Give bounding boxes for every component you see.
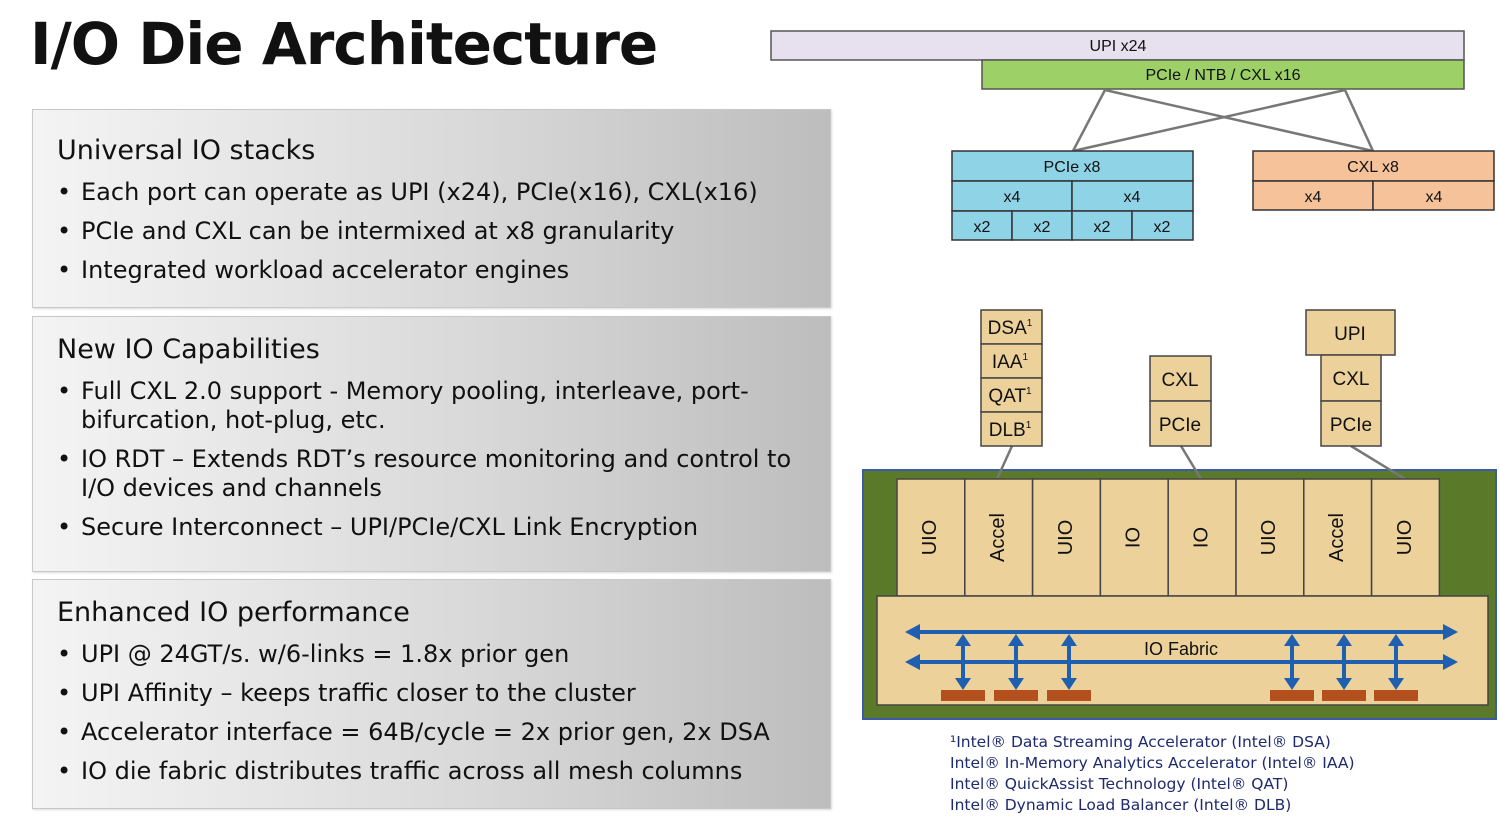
pcie-x2-cell: x2 bbox=[974, 219, 991, 236]
upi-bar-label: UPI x24 bbox=[1090, 38, 1147, 55]
arrowhead-up bbox=[1284, 634, 1300, 646]
pcie-x2-cell: x2 bbox=[1154, 219, 1171, 236]
page-title: I/O Die Architecture bbox=[30, 10, 658, 78]
io-fabric-label: IO Fabric bbox=[1144, 639, 1218, 659]
footnote-dlb: Intel® Dynamic Load Balancer (Intel® DLB… bbox=[950, 796, 1292, 814]
upi-bar bbox=[770, 30, 1465, 61]
arrowhead-up bbox=[955, 634, 971, 646]
right-stack-pcie: PCIe bbox=[1330, 415, 1372, 436]
accel-label-dsa: DSA1 bbox=[988, 318, 1033, 339]
arrowhead-up bbox=[1336, 634, 1352, 646]
panel-heading: New IO Capabilities bbox=[57, 334, 320, 365]
fabric-vertical-arrows bbox=[941, 634, 1418, 701]
right-stack-cxl: CXL bbox=[1333, 369, 1370, 390]
io-fabric bbox=[876, 595, 1489, 706]
bullet-item: Each port can operate as UPI (x24), PCIe… bbox=[57, 178, 810, 207]
footnote-iaa: Intel® In-Memory Analytics Accelerator (… bbox=[950, 754, 1355, 772]
cxl-x8-title: CXL x8 bbox=[1347, 159, 1399, 176]
fabric-pad bbox=[1047, 690, 1091, 701]
fabric-pad bbox=[994, 690, 1038, 701]
fabric-pad bbox=[1270, 690, 1314, 701]
footnotes: ¹Intel® Data Streaming Accelerator (Inte… bbox=[950, 732, 1355, 816]
arrowhead-up bbox=[1388, 634, 1404, 646]
arrowhead-down bbox=[955, 678, 971, 690]
pcie-x2-cell: x2 bbox=[1094, 219, 1111, 236]
fabric-pad bbox=[941, 690, 985, 701]
fabric-pad bbox=[1322, 690, 1366, 701]
bullet-item: Accelerator interface = 64B/cycle = 2x p… bbox=[57, 718, 810, 747]
stack-connectors bbox=[995, 444, 1406, 481]
cxl-x4-cell: x4 bbox=[1426, 189, 1443, 206]
bullet-item: UPI Affinity – keeps traffic closer to t… bbox=[57, 679, 810, 708]
arrowhead-down bbox=[1284, 678, 1300, 690]
io-column-label: UIO bbox=[1055, 520, 1077, 556]
bullet-list: Full CXL 2.0 support - Memory pooling, i… bbox=[57, 377, 810, 552]
fabric-arrows bbox=[905, 624, 1458, 670]
pcie-ntb-cxl-bar bbox=[981, 59, 1465, 90]
accel-label-qat: QAT1 bbox=[988, 386, 1032, 407]
pcie-x4-cell: x4 bbox=[1124, 189, 1141, 206]
arrowhead-down bbox=[1008, 678, 1024, 690]
bullet-item: PCIe and CXL can be intermixed at x8 gra… bbox=[57, 217, 810, 246]
io-column-label: UIO bbox=[1394, 520, 1416, 556]
io-column-block bbox=[1370, 478, 1441, 597]
bullet-list: UPI @ 24GT/s. w/6-links = 1.8x prior gen… bbox=[57, 640, 810, 796]
io-columns: UIO Accel UIO IO IO UIO Accel UIO bbox=[896, 478, 1441, 597]
fabric-pad bbox=[1374, 690, 1418, 701]
mid-stack-pcie: PCIe bbox=[1159, 415, 1201, 436]
accel-stack bbox=[980, 309, 1043, 447]
bullet-item: Secure Interconnect – UPI/PCIe/CXL Link … bbox=[57, 513, 810, 542]
arrowhead-up bbox=[1061, 634, 1077, 646]
bar-connectors bbox=[1071, 88, 1375, 153]
io-column-label: IO bbox=[1190, 527, 1212, 548]
pcie-bar-label: PCIe / NTB / CXL x16 bbox=[1145, 67, 1300, 84]
bullet-item: Integrated workload accelerator engines bbox=[57, 256, 810, 285]
panel-enhanced-io: Enhanced IO performance UPI @ 24GT/s. w/… bbox=[32, 579, 831, 809]
arrowhead-down bbox=[1061, 678, 1077, 690]
io-column-block bbox=[1235, 478, 1305, 597]
panel-heading: Enhanced IO performance bbox=[57, 597, 410, 628]
panel-new-io: New IO Capabilities Full CXL 2.0 support… bbox=[32, 316, 831, 572]
footnote-dsa: ¹Intel® Data Streaming Accelerator (Inte… bbox=[950, 733, 1331, 751]
pcie-x8-title: PCIe x8 bbox=[1044, 159, 1101, 176]
right-stack-upi: UPI bbox=[1334, 324, 1366, 345]
arrowhead-up bbox=[1008, 634, 1024, 646]
accel-label-iaa: IAA1 bbox=[992, 352, 1029, 373]
io-column-block bbox=[1303, 478, 1373, 597]
mid-stack bbox=[1149, 355, 1212, 447]
bullet-item: IO die fabric distributes traffic across… bbox=[57, 757, 810, 786]
io-column-label: Accel bbox=[987, 513, 1009, 562]
mid-stack-cxl: CXL bbox=[1162, 370, 1199, 391]
arrowhead-down bbox=[1336, 678, 1352, 690]
io-column-label: Accel bbox=[1326, 513, 1348, 562]
pcie-x2-cell: x2 bbox=[1034, 219, 1051, 236]
cxl-x8-box bbox=[1252, 150, 1495, 211]
footnote-qat: Intel® QuickAssist Technology (Intel® QA… bbox=[950, 775, 1289, 793]
cxl-x4-cell: x4 bbox=[1305, 189, 1322, 206]
panel-heading: Universal IO stacks bbox=[57, 135, 316, 166]
right-stack bbox=[1305, 309, 1396, 447]
io-column-label: UIO bbox=[1258, 520, 1280, 556]
panel-universal-io: Universal IO stacks Each port can operat… bbox=[32, 109, 831, 308]
bullet-item: IO RDT – Extends RDT’s resource monitori… bbox=[57, 445, 810, 503]
bullet-item: UPI @ 24GT/s. w/6-links = 1.8x prior gen bbox=[57, 640, 810, 669]
bullet-item: Full CXL 2.0 support - Memory pooling, i… bbox=[57, 377, 810, 435]
accel-label-dlb: DLB1 bbox=[989, 420, 1032, 441]
io-column-label: UIO bbox=[919, 520, 941, 556]
pcie-x8-box bbox=[951, 150, 1194, 241]
pcie-x4-cell: x4 bbox=[1004, 189, 1021, 206]
io-column-label: IO bbox=[1123, 527, 1145, 548]
bullet-list: Each port can operate as UPI (x24), PCIe… bbox=[57, 178, 810, 295]
arrowhead-down bbox=[1388, 678, 1404, 690]
